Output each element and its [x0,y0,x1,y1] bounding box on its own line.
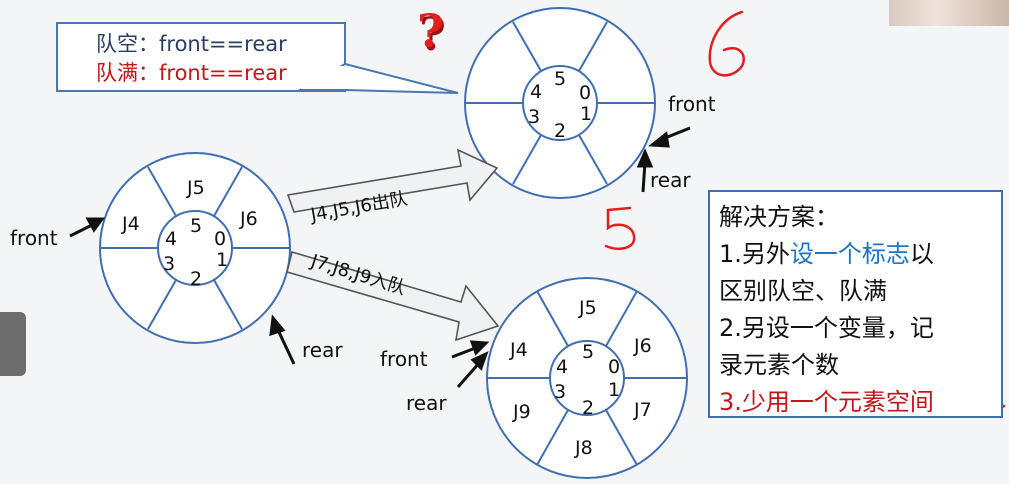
bottom-ring-slot-j9: J9 [512,401,531,423]
bottom-ring-index-3: 3 [554,381,566,403]
solution-item-1: 1.另外设一个标志以 [719,236,1001,273]
bottom-ring-index-5: 5 [582,341,594,363]
bottom-ring-index-2: 2 [582,397,594,419]
top-ring-index-4: 4 [530,81,542,103]
left-ring [99,152,291,344]
bottom-ring-slot-j5: J5 [578,297,597,319]
side-panel-tab[interactable] [0,312,26,376]
left-front-arrow [69,222,95,238]
left-ring-slot-j5: J5 [186,177,205,199]
top-front-label: front [668,92,716,116]
solution-title: 解决方案： [719,203,839,231]
handwritten-five [604,206,636,250]
callout-pointer-mask [301,66,344,89]
solution-item-3: 3.少用一个元素空间 [719,388,934,416]
left-ring-index-3: 3 [163,253,175,275]
top-ring [464,7,656,199]
dequeue-arrow: J4,J5,J6出队 [286,148,499,226]
bottom-rear-arrow [456,361,482,388]
bottom-ring-index-0: 0 [608,356,620,378]
queue-full-condition: 队满：front==rear [96,61,287,85]
top-ring-index-2: 2 [554,120,566,142]
bottom-front-arrowhead [469,340,490,356]
left-rear-label: rear [302,338,343,362]
bottom-ring-slot-j6: J6 [633,335,652,357]
top-rear-label: rear [650,168,691,192]
solution-item-1-line-2: 区别队空、队满 [719,277,887,305]
bottom-ring-slot-j7: J7 [633,399,652,421]
bottom-ring-slot-j4: J4 [509,339,528,361]
left-front-arrowhead [85,217,105,233]
solution-item-1-prefix: 1.另外 [719,240,790,268]
question-mark-icon: ? [417,4,444,58]
top-rear-arrowhead [636,148,654,168]
bottom-ring [486,277,688,479]
left-front-label: front [10,226,58,250]
top-ring-index-5: 5 [554,68,566,90]
left-ring-index-1: 1 [216,249,228,271]
top-front-arrowhead [647,131,670,148]
top-ring-index-3: 3 [528,106,540,128]
bottom-ring-slot-j8: J8 [574,437,593,459]
enqueue-arrow: J7,J8,J9入队 [286,250,500,342]
left-ring-index-2: 2 [190,268,202,290]
condition-callout: 队空：front==rear 队满：front==rear [56,22,346,92]
top-ring-index-1: 1 [580,103,592,125]
solution-item-1-suffix: 以 [909,240,934,268]
solution-item-2-line-2: 录元素个数 [719,351,839,379]
solution-item-1-highlight: 设一个标志 [789,240,910,268]
top-ring-index-0: 0 [579,82,591,104]
bottom-rear-arrowhead [470,351,489,371]
bottom-ring-index-1: 1 [608,379,620,401]
solution-box: 解决方案： 1.另外设一个标志以 区别队空、队满 2.另设一个变量，记 录元素个… [708,190,1003,418]
left-rear-arrowhead [269,314,286,337]
solution-item-2: 2.另设一个变量，记 [719,314,934,342]
webcam-overlay [889,0,1009,26]
queue-empty-condition: 队空：front==rear [96,32,287,56]
left-rear-arrow [276,329,296,365]
left-ring-index-5: 5 [190,215,202,237]
left-ring-index-4: 4 [165,228,177,250]
bottom-front-label: front [380,347,428,371]
bottom-ring-index-4: 4 [556,356,568,378]
left-ring-slot-j4: J4 [121,213,140,235]
left-ring-index-0: 0 [214,228,226,250]
left-ring-slot-j6: J6 [239,208,258,230]
bottom-rear-label: rear [406,391,447,415]
handwritten-six [708,10,745,77]
